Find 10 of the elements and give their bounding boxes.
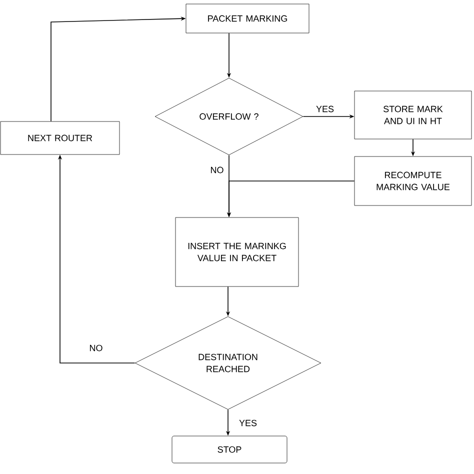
process-box: STORE MARK AND UI IN HT (354, 90, 472, 140)
process-box: NEXT ROUTER (0, 121, 120, 155)
process-box: PACKET MARKING (186, 4, 310, 34)
process-box: RECOMPUTE MARKING VALUE (354, 156, 472, 206)
edge-label: NO (209, 166, 225, 174)
edge-label: NO (88, 344, 104, 352)
edge-label: YES (315, 104, 335, 114)
edge-label: YES (238, 418, 258, 428)
terminal-box: STOP (172, 436, 288, 464)
process-box: INSERT THE MARINKG VALUE IN PACKET (175, 217, 299, 287)
